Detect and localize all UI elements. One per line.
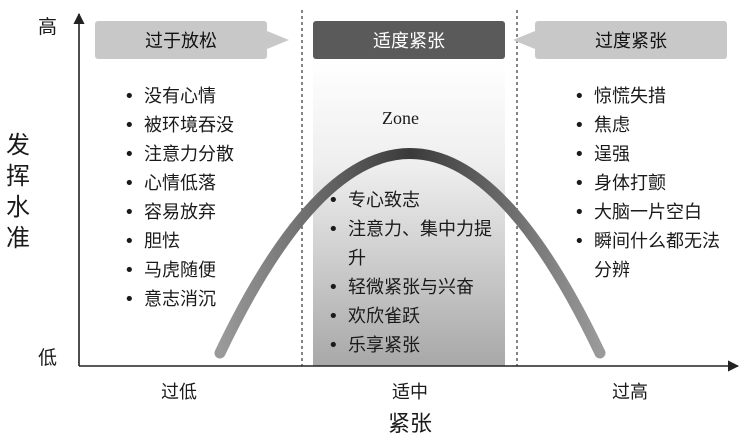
list-item: 心情低落 <box>122 169 292 198</box>
list-item: 马虎随便 <box>122 256 292 285</box>
list-item: 大脑一片空白 <box>572 198 722 227</box>
header-right: 过度紧张 <box>595 31 667 52</box>
right-state-list: 惊慌失措焦虑逞强身体打颤大脑一片空白瞬间什么都无法分辨 <box>572 82 722 285</box>
list-item: 没有心情 <box>122 82 292 111</box>
right-header-arrow <box>513 31 535 49</box>
header-left: 过于放松 <box>145 31 217 52</box>
list-item: 胆怯 <box>122 227 292 256</box>
x-tick-mid: 适中 <box>392 382 428 403</box>
list-item: 身体打颤 <box>572 169 722 198</box>
x-axis-title: 紧张 <box>387 412 432 437</box>
list-item: 容易放弃 <box>122 198 292 227</box>
list-item: 轻微紧张与兴奋 <box>326 273 501 302</box>
center-state-list: 专心致志注意力、集中力提升轻微紧张与兴奋欢欣雀跃乐享紧张 <box>326 186 501 360</box>
left-header-bg <box>95 21 267 59</box>
x-tick-high: 过高 <box>612 382 648 403</box>
left-state-list: 没有心情被环境吞没注意力分散心情低落容易放弃胆怯马虎随便意志消沉 <box>122 82 292 314</box>
center-header-bg <box>313 21 505 59</box>
list-item: 被环境吞没 <box>122 111 292 140</box>
list-item: 欢欣雀跃 <box>326 302 501 331</box>
left-header-arrow <box>267 31 289 49</box>
x-tick-low: 过低 <box>161 382 197 403</box>
y-axis-title: 发挥水准 <box>6 131 30 252</box>
right-header-bg <box>535 21 727 59</box>
list-item: 注意力分散 <box>122 140 292 169</box>
list-item: 注意力、集中力提升 <box>326 215 501 273</box>
list-item: 专心致志 <box>326 186 501 215</box>
y-axis-bottom-label: 低 <box>38 347 58 369</box>
y-axis-top-label: 高 <box>38 16 58 38</box>
list-item: 逞强 <box>572 140 722 169</box>
list-item: 瞬间什么都无法分辨 <box>572 227 722 285</box>
list-item: 乐享紧张 <box>326 331 501 360</box>
header-center: 适度紧张 <box>373 31 445 52</box>
list-item: 焦虑 <box>572 111 722 140</box>
list-item: 意志消沉 <box>122 285 292 314</box>
zone-label: Zone <box>382 108 419 128</box>
list-item: 惊慌失措 <box>572 82 722 111</box>
